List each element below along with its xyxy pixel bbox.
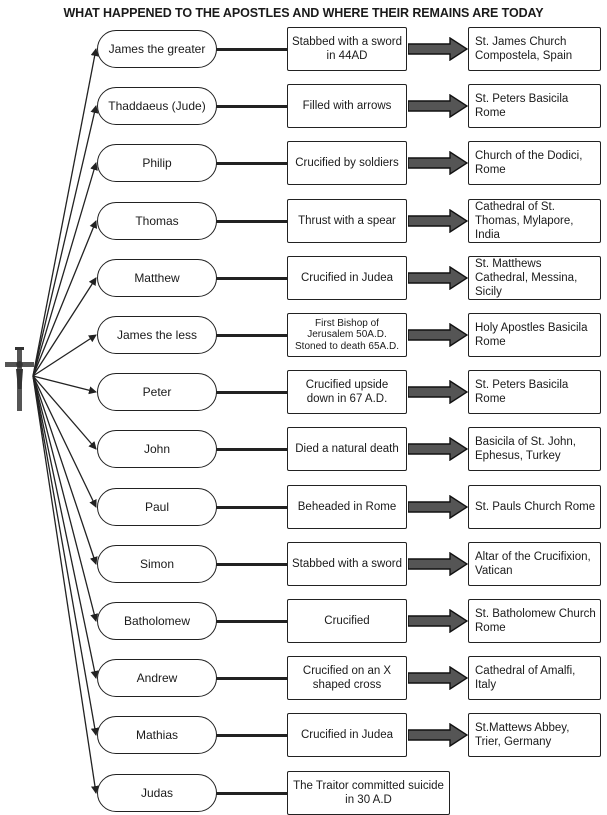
block-arrow-icon <box>408 666 468 690</box>
remains-location: St. Pauls Church Rome <box>468 485 601 529</box>
apostle-name: James the greater <box>97 30 217 68</box>
cause-of-death: Thrust with a spear <box>287 199 407 243</box>
connector-line <box>216 105 288 108</box>
block-arrow-icon <box>408 437 468 461</box>
block-arrow-icon <box>408 723 468 747</box>
apostle-name: James the less <box>97 316 217 354</box>
fan-arrow <box>32 375 99 679</box>
remains-location: Cathedral of St. Thomas, Mylapore, India <box>468 199 601 243</box>
block-arrow-icon <box>408 609 468 633</box>
fan-arrow <box>32 375 97 395</box>
connector-line <box>216 734 288 737</box>
cause-of-death: Died a natural death <box>287 427 407 471</box>
apostle-name: Thomas <box>97 202 217 240</box>
apostle-name: Judas <box>97 774 217 812</box>
connector-line <box>216 448 288 451</box>
remains-location: St.Mattews Abbey, Trier, Germany <box>468 713 601 757</box>
cause-of-death: Filled with arrows <box>287 84 407 128</box>
cause-of-death: Crucified upside down in 67 A.D. <box>287 370 407 414</box>
cause-of-death: Crucified on an X shaped cross <box>287 656 407 700</box>
block-arrow-icon <box>408 380 468 404</box>
fan-arrow <box>32 334 97 377</box>
connector-line <box>216 48 288 51</box>
remains-location: Altar of the Crucifixion, Vatican <box>468 542 601 586</box>
fan-arrow <box>32 375 99 794</box>
fan-arrow <box>32 220 98 377</box>
apostle-name: Andrew <box>97 659 217 697</box>
connector-line <box>216 220 288 223</box>
remains-location: St. Batholomew Church Rome <box>468 599 601 643</box>
connector-line <box>216 162 288 165</box>
remains-location: St. Matthews Cathedral, Messina, Sicily <box>468 256 601 300</box>
apostle-name: John <box>97 430 217 468</box>
connector-line <box>216 277 288 280</box>
cause-of-death: Crucified in Judea <box>287 713 407 757</box>
block-arrow-icon <box>408 37 468 61</box>
apostle-name: Simon <box>97 545 217 583</box>
cause-of-death: Crucified by soldiers <box>287 141 407 185</box>
cause-of-death: Crucified <box>287 599 407 643</box>
apostle-name: Matthew <box>97 259 217 297</box>
block-arrow-icon <box>408 209 468 233</box>
crucifix-icon <box>5 347 34 411</box>
remains-location: Basicila of St. John, Ephesus, Turkey <box>468 427 601 471</box>
diagram-title: WHAT HAPPENED TO THE APOSTLES AND WHERE … <box>63 6 544 20</box>
remains-location: St. Peters Basicila Rome <box>468 370 601 414</box>
remains-location: Church of the Dodici, Rome <box>468 141 601 185</box>
fan-arrow <box>32 162 98 377</box>
connector-line <box>216 334 288 337</box>
cause-of-death: The Traitor committed suicide in 30 A.D <box>287 771 450 815</box>
fan-arrow <box>32 375 99 736</box>
remains-location: St. Peters Basicila Rome <box>468 84 601 128</box>
connector-line <box>216 620 288 623</box>
apostle-name: Philip <box>97 144 217 182</box>
fan-arrow <box>32 375 98 565</box>
cause-of-death: Stabbed with a sword <box>287 542 407 586</box>
remains-location: St. James Church Compostela, Spain <box>468 27 601 71</box>
cause-of-death: Crucified in Judea <box>287 256 407 300</box>
apostle-name: Peter <box>97 373 217 411</box>
connector-line <box>216 506 288 509</box>
fan-arrow <box>32 375 99 622</box>
connector-line <box>216 677 288 680</box>
fan-arrow <box>32 277 97 377</box>
cause-of-death: Stabbed with a sword in 44AD <box>287 27 407 71</box>
connector-line <box>216 792 288 795</box>
block-arrow-icon <box>408 323 468 347</box>
fan-arrows <box>32 48 99 794</box>
apostle-name: Paul <box>97 488 217 526</box>
remains-location: Holy Apostles Basicila Rome <box>468 313 601 357</box>
apostle-name: Mathias <box>97 716 217 754</box>
block-arrow-icon <box>408 266 468 290</box>
block-arrow-icon <box>408 151 468 175</box>
apostle-name: Thaddaeus (Jude) <box>97 87 217 125</box>
block-arrow-icon <box>408 495 468 519</box>
connector-line <box>216 563 288 566</box>
remains-location: Cathedral of Amalfi, Italy <box>468 656 601 700</box>
block-arrow-icon <box>408 94 468 118</box>
fan-arrow <box>32 375 97 450</box>
block-arrow-icon <box>408 552 468 576</box>
fan-arrow <box>32 105 99 377</box>
cause-of-death: Beheaded in Rome <box>287 485 407 529</box>
connector-line <box>216 391 288 394</box>
fan-arrow <box>32 375 97 508</box>
cause-of-death: First Bishop of Jerusalem 50A.D. Stoned … <box>287 313 407 357</box>
fan-arrow <box>32 48 99 377</box>
apostle-name: Batholomew <box>97 602 217 640</box>
